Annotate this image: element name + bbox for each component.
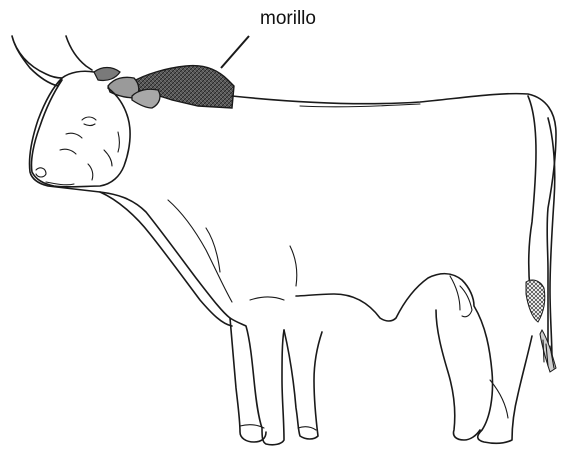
- face-wrinkles: [60, 132, 120, 180]
- elbow-line: [250, 297, 284, 300]
- chest-line: [168, 200, 232, 302]
- belly-fold: [290, 246, 297, 286]
- front-hoof-far: [298, 427, 316, 430]
- morillo-label: morillo: [260, 8, 316, 29]
- ear-inner: [132, 89, 160, 108]
- tail: [548, 118, 555, 360]
- bull-body-outline: [29, 71, 556, 445]
- horns: [12, 36, 92, 86]
- stifle-line: [450, 276, 460, 310]
- morillo-leader-line: [221, 36, 249, 68]
- nostril: [36, 168, 46, 177]
- head-outline: [31, 80, 130, 187]
- front-leg-far: [284, 330, 322, 439]
- dewlap: [100, 192, 232, 326]
- hind-leg: [436, 310, 480, 440]
- hindquarter-patch: [526, 280, 545, 322]
- eye: [82, 117, 96, 126]
